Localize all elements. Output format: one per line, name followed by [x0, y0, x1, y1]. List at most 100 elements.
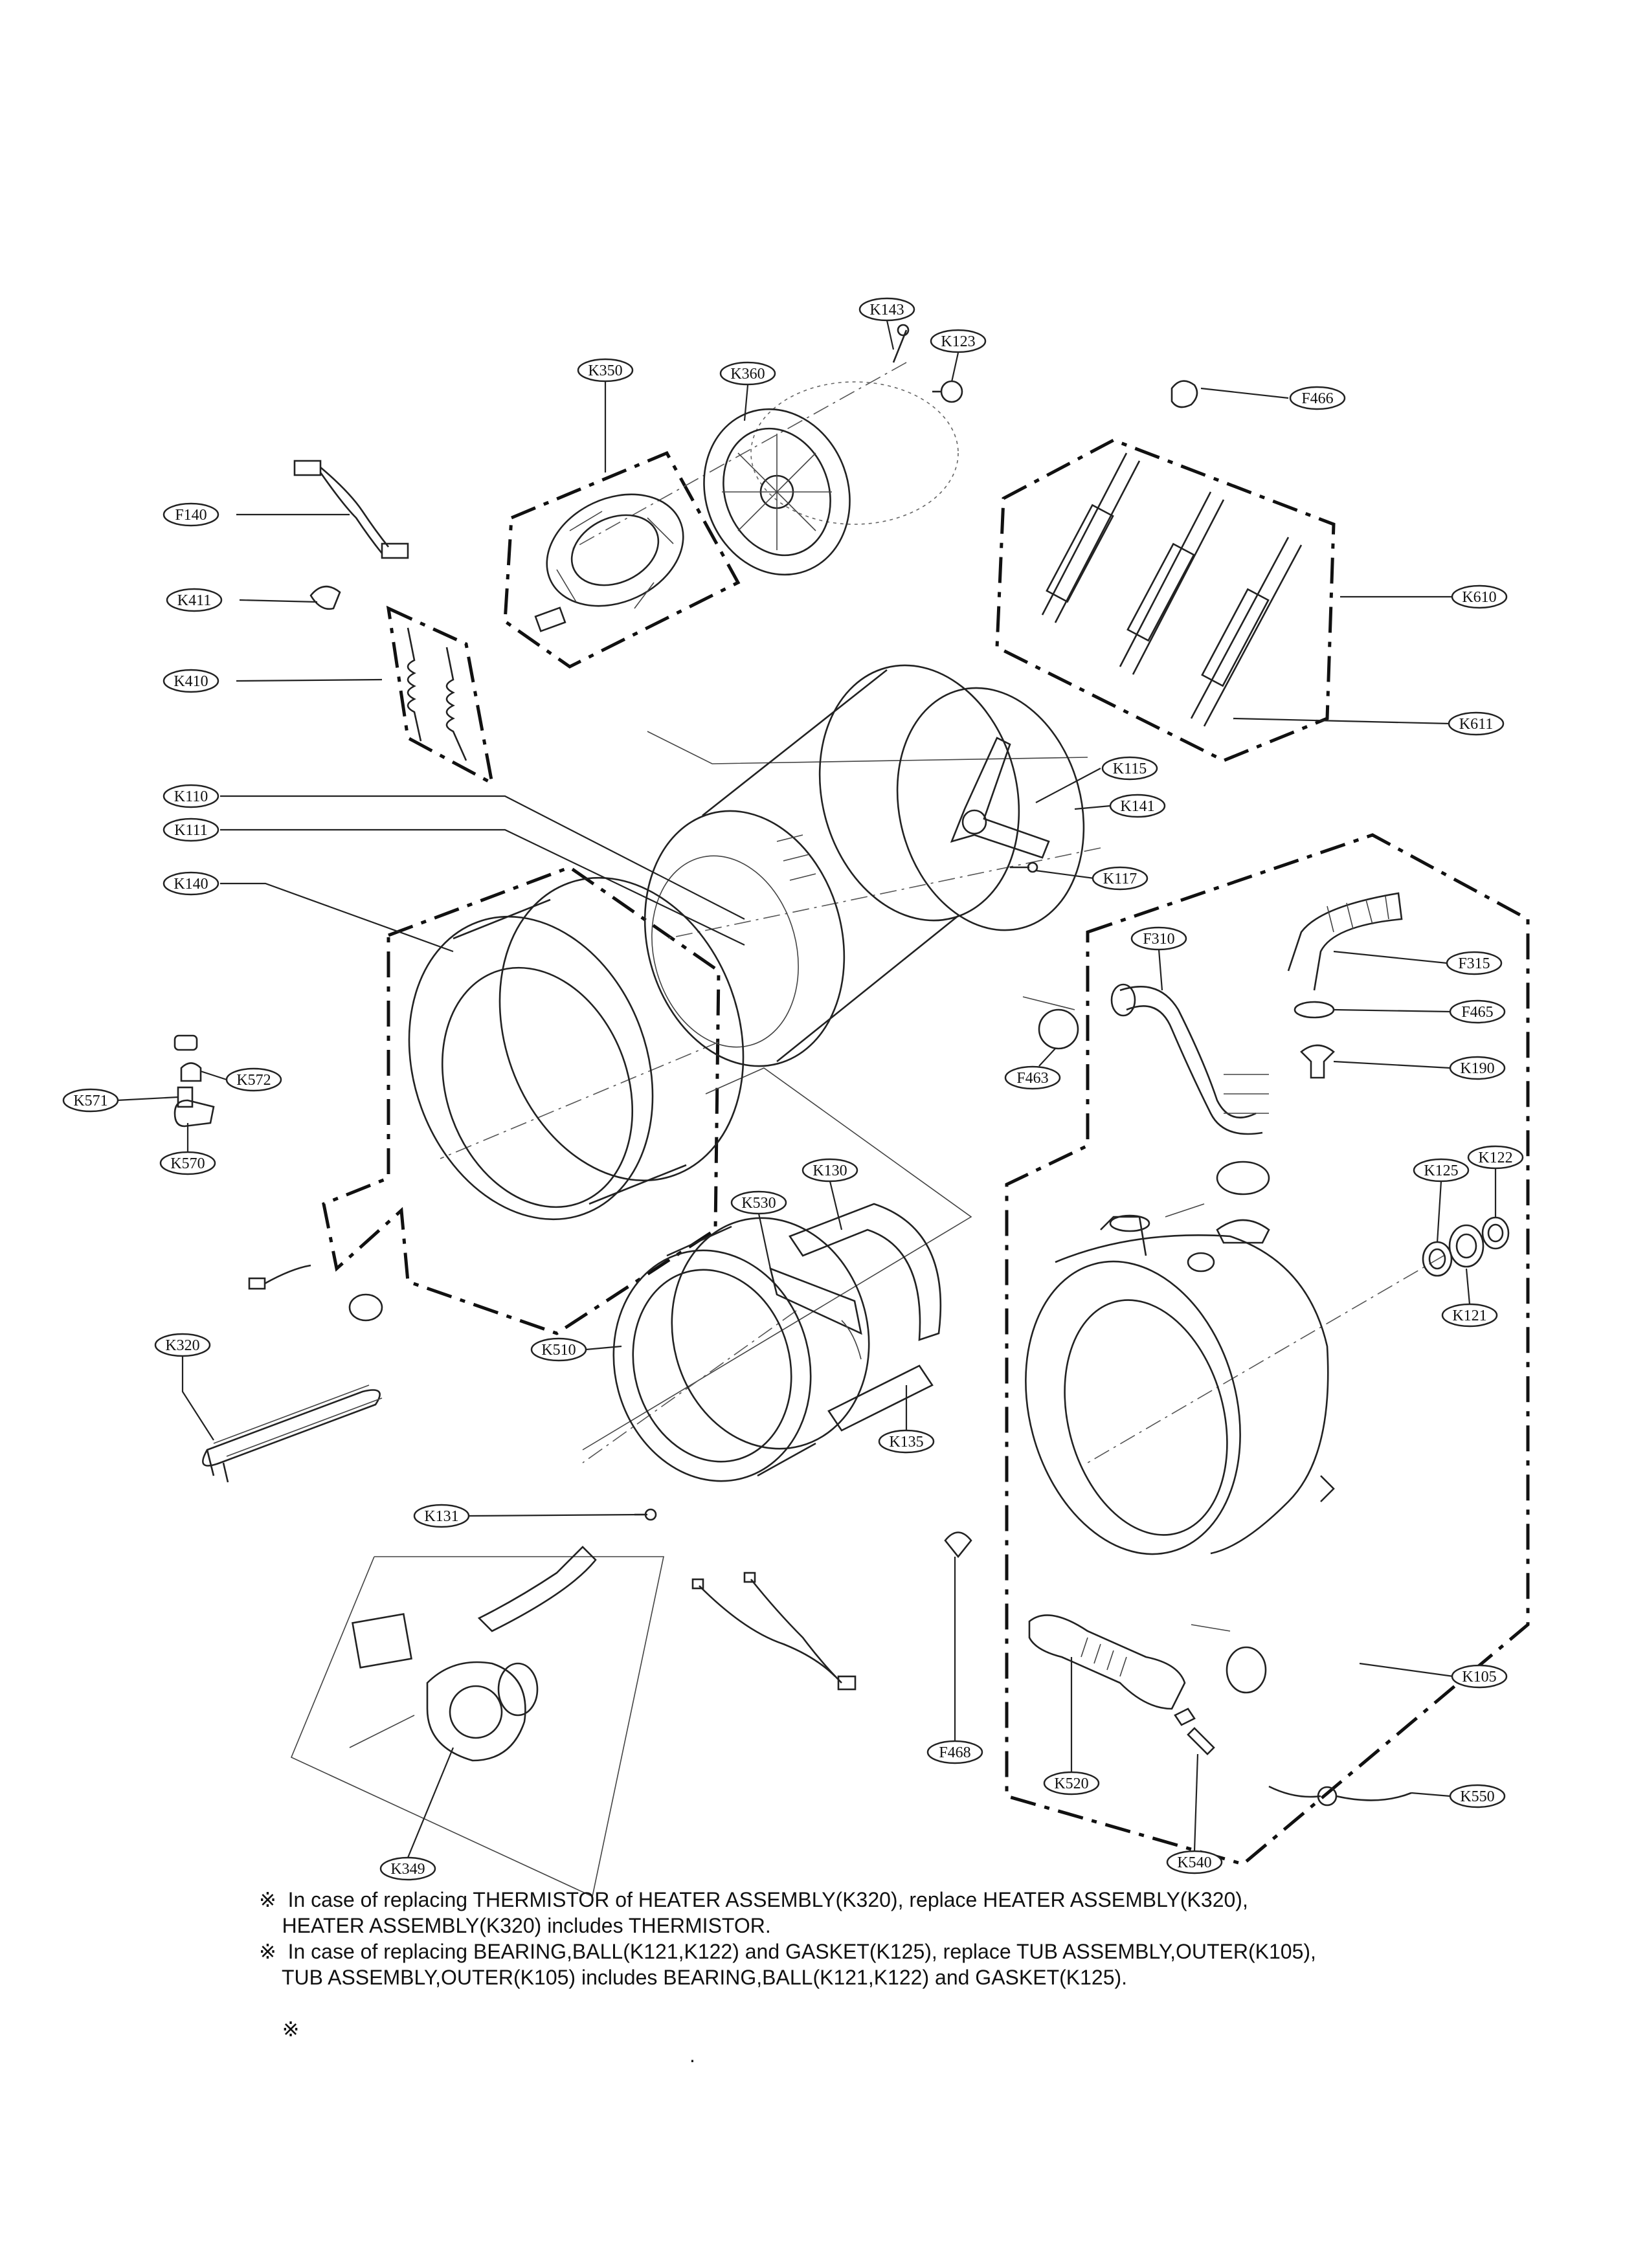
bearing-part-k122: [1481, 1216, 1510, 1250]
heater-part-k320: [202, 1384, 383, 1483]
hose-part-f315: [1287, 892, 1403, 991]
callout-k571: K571: [62, 1088, 119, 1113]
svg-text:K122: K122: [1478, 1150, 1512, 1166]
construction-line-bearing: [582, 1067, 972, 1451]
svg-text:K572: K572: [236, 1072, 271, 1089]
callout-k121: K121: [1441, 1303, 1498, 1328]
callout-k125: K125: [1413, 1158, 1470, 1183]
dotted-motor-outline: [750, 381, 959, 525]
gasket-part-k510: [612, 1217, 870, 1482]
callout-k610: K610: [1451, 584, 1508, 609]
svg-text:K540: K540: [1177, 1854, 1211, 1871]
group-boundary-outer-tub: [1005, 833, 1530, 1866]
callout-f315: F315: [1446, 951, 1503, 975]
svg-text:K410: K410: [174, 673, 208, 690]
callout-k130: K130: [801, 1158, 858, 1183]
valve-part-k540: [1174, 1707, 1215, 1755]
tub-front-part-k140: [408, 876, 745, 1221]
callout-k570: K570: [159, 1151, 216, 1175]
svg-text:K520: K520: [1054, 1775, 1088, 1792]
callout-f466: F466: [1289, 386, 1346, 410]
cover-part-f463: [1022, 996, 1079, 1050]
callout-k360: K360: [719, 361, 776, 386]
callout-k115: K115: [1101, 756, 1158, 781]
drum-part-k110: [644, 664, 1020, 1067]
callout-f465: F465: [1449, 999, 1506, 1024]
callout-k117: K117: [1092, 866, 1148, 891]
hose-part-f310: [1110, 983, 1269, 1135]
callout-f140: F140: [162, 502, 219, 527]
svg-text:K105: K105: [1462, 1669, 1496, 1685]
front-centerline: [440, 1041, 719, 1159]
pressure-switch-part: [1165, 1161, 1270, 1244]
group-boundary-springs: [386, 605, 495, 786]
bolt-part-k143: [892, 324, 910, 363]
svg-text:F466: F466: [1301, 390, 1333, 407]
svg-text:K117: K117: [1103, 871, 1137, 887]
stator-part: [534, 493, 684, 632]
callout-k135: K135: [878, 1429, 935, 1454]
note-line-2: HEATER ASSEMBLY(K320) includes THERMISTO…: [259, 1914, 771, 1937]
wire-harness-part-loose: [691, 1572, 857, 1691]
callout-f463: F463: [1004, 1065, 1061, 1090]
callout-k540: K540: [1166, 1850, 1223, 1874]
svg-text:K320: K320: [165, 1337, 199, 1354]
fitting-part-k570: [174, 1099, 215, 1128]
note-line-5: ※ .: [259, 1990, 1424, 2094]
callout-k349: K349: [379, 1856, 436, 1881]
clip-part-f466: [1171, 380, 1198, 408]
svg-text:K610: K610: [1462, 589, 1496, 606]
callout-k141: K141: [1109, 794, 1166, 818]
seal-part-front: [348, 1293, 383, 1322]
svg-text:K571: K571: [73, 1093, 107, 1109]
callout-k350: K350: [577, 358, 634, 383]
callout-k550: K550: [1449, 1784, 1506, 1808]
note-line-3: ※ In case of replacing BEARING,BALL(K121…: [259, 1940, 1316, 1963]
clamp-part-k530: [769, 1267, 862, 1360]
leader-lines: [116, 320, 1497, 1858]
spider-part-k115: [950, 737, 1050, 859]
bolt-part-k123: [932, 380, 963, 403]
sensor-wire-part-k550: [1268, 1785, 1412, 1807]
spring-part-k410: [407, 627, 467, 761]
svg-text:F463: F463: [1016, 1070, 1048, 1087]
svg-text:K550: K550: [1460, 1788, 1494, 1805]
rotor-part: [703, 408, 851, 576]
svg-text:K110: K110: [174, 788, 208, 805]
ring-part-k135: [827, 1364, 934, 1432]
callout-k140: K140: [162, 871, 219, 896]
clip-part-f468: [944, 1531, 972, 1559]
bearing-part-k121: [1448, 1224, 1485, 1268]
svg-text:K131: K131: [424, 1508, 458, 1525]
callout-k530: K530: [730, 1190, 787, 1215]
group-boundary-rotor-stator: [503, 450, 741, 669]
callout-k520: K520: [1043, 1771, 1100, 1796]
note-line-1: ※ In case of replacing THERMISTOR of HEA…: [259, 1888, 1248, 1911]
callout-k572: K572: [225, 1067, 282, 1092]
clip-part-k411: [309, 585, 341, 610]
callout-f468: F468: [926, 1740, 983, 1764]
outer-tub-part-k105: [1025, 1214, 1335, 1555]
drain-pump-part-k349: [349, 1546, 597, 1762]
group-boundary-tub-front: [322, 865, 721, 1335]
svg-text:K121: K121: [1452, 1307, 1486, 1324]
svg-text:K135: K135: [889, 1434, 923, 1451]
construction-line-drum: [647, 731, 1088, 764]
group-boundary-dampers: [995, 438, 1336, 762]
svg-text:K130: K130: [812, 1162, 847, 1179]
gasket-centerline: [582, 1310, 797, 1463]
shaft-centerline: [569, 362, 907, 551]
damper-part-k610: [1041, 452, 1303, 727]
seal-ring-part-k141: [896, 687, 1085, 931]
drum-centerline: [666, 847, 1101, 939]
svg-text:K510: K510: [541, 1342, 576, 1359]
svg-text:K570: K570: [170, 1155, 205, 1172]
svg-text:F468: F468: [939, 1744, 970, 1761]
callout-k611: K611: [1448, 711, 1505, 736]
note-line-4: TUB ASSEMBLY,OUTER(K105) includes BEARIN…: [259, 1966, 1128, 1989]
svg-text:K530: K530: [741, 1195, 776, 1212]
callout-k110: K110: [162, 784, 219, 808]
svg-text:K143: K143: [869, 302, 904, 318]
svg-text:K140: K140: [174, 876, 208, 893]
